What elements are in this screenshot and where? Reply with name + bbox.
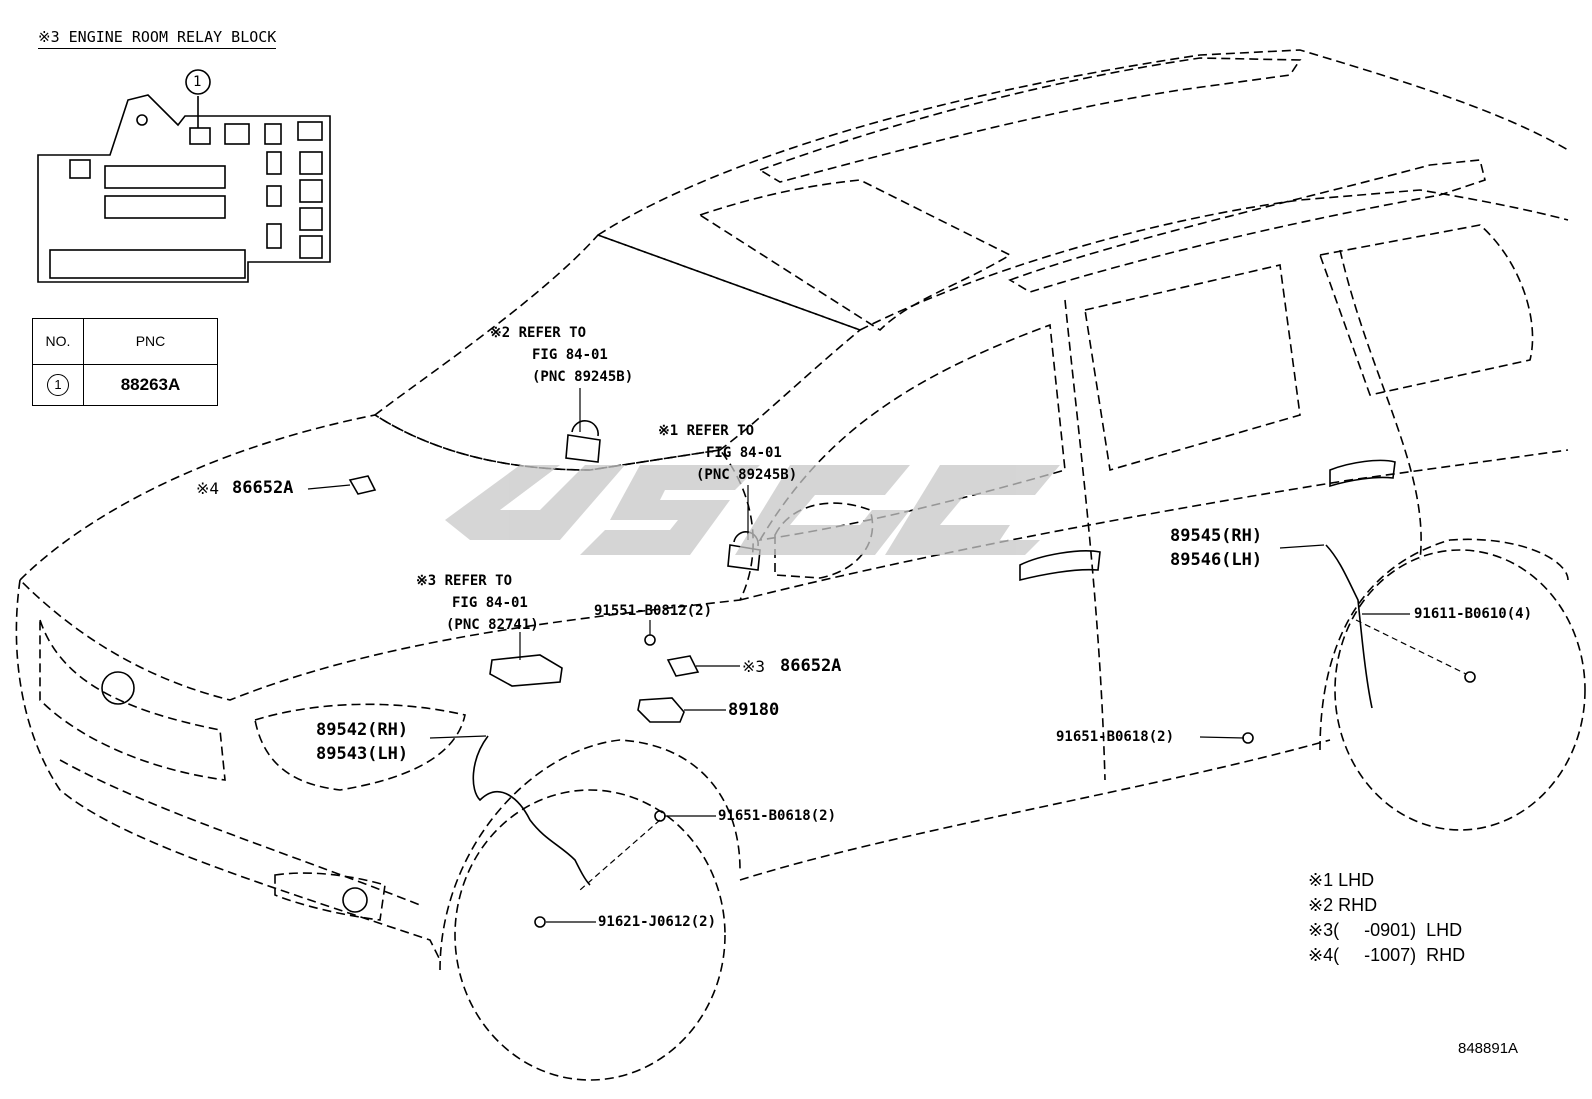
hood (18, 414, 754, 701)
module-89180-label: 89180 (728, 700, 780, 720)
pnc-table-header-no: NO. (32, 318, 84, 365)
refer-relay-line2: FIG 84-01 (452, 595, 528, 611)
legend-item: ※4( -1007) RHD (1308, 945, 1466, 965)
fender-clip-pnc: 86652A (780, 656, 842, 676)
emblem (101, 671, 135, 705)
bolt-91611 (1464, 671, 1476, 683)
door-seam-rear (1339, 249, 1422, 561)
refer-lhd-line3: (PNC 89245B) (696, 467, 798, 483)
pnc-table-row: 1 88263A (32, 363, 218, 407)
rear-speed-sensor-harness (1325, 544, 1373, 709)
relay-82741 (489, 654, 563, 687)
front-wheel-arch (439, 739, 741, 971)
pnc-table-row-pnc: 88263A (83, 363, 218, 407)
legend: ※1 LHD ※2 RHD ※3( -0901) LHD ※4( -1007) … (1308, 868, 1465, 968)
roof-outline (597, 49, 1569, 236)
pnc-table-header-pnc: PNC (83, 318, 218, 365)
refer-rhd-line2: FIG 84-01 (532, 347, 608, 363)
fog-lamp-area (274, 872, 386, 921)
front-door-window (758, 323, 1066, 542)
rear-wheel-arch (1319, 538, 1569, 751)
refer-relay-line1: ※3 REFER TO (416, 573, 513, 589)
fender-clip-prefix: ※3 (742, 657, 766, 676)
front-wheel (454, 789, 726, 1081)
bolt-91621-label: 91621-J0612(2) (598, 914, 717, 930)
watermark (445, 465, 1060, 555)
refer-rhd-line3: (PNC 89245B) (532, 369, 634, 385)
relay-block-title: ※3 ENGINE ROOM RELAY BLOCK (38, 28, 277, 49)
legend-item: ※1 LHD (1308, 870, 1375, 890)
pnc-table-row-no: 1 (47, 373, 69, 396)
refer-lhd-line1: ※1 REFER TO (658, 423, 755, 439)
hood-clip-prefix: ※4 (196, 479, 220, 498)
bolt-91651-rear (1242, 732, 1254, 744)
legend-item: ※3( -0901) LHD (1308, 920, 1463, 940)
bolt-91611-label: 91611-B0610(4) (1414, 606, 1533, 622)
sunroof (698, 179, 1012, 332)
door-seam-front (1064, 299, 1106, 781)
bolt-91651-front-label: 91651-B0618(2) (718, 808, 837, 824)
bolt-91651-front (654, 810, 666, 822)
rear-door-window (1084, 264, 1301, 472)
front-speed-sensor-harness (472, 735, 591, 886)
windshield (373, 234, 862, 471)
front-fascia (15, 579, 441, 961)
refer-relay-line3: (PNC 82741) (446, 617, 539, 633)
clip-86652a-hood (348, 475, 377, 495)
bolt-91621 (534, 916, 546, 928)
bolt-91551-label: 91551-B0812(2) (594, 603, 713, 619)
front-door-handle (1019, 550, 1101, 582)
refer-lhd-line2: FIG 84-01 (706, 445, 782, 461)
relay-block-drawing (37, 69, 331, 283)
relay-callout-circle (185, 69, 211, 95)
sensor-89542-label: 89542(RH) (316, 720, 409, 740)
clip-86652a-fender (666, 655, 700, 677)
rear-wheel (1334, 549, 1586, 831)
rear-door-handle (1329, 459, 1396, 488)
figure-id: 848891A (1458, 1040, 1519, 1057)
sensor-89543-label: 89543(LH) (316, 744, 409, 764)
hood-clip-pnc: 86652A (232, 478, 294, 498)
sensor-89546-label: 89546(LH) (1170, 550, 1263, 570)
refer-rhd-line1: ※2 REFER TO (490, 325, 587, 341)
relay-callout-number: 1 (193, 74, 202, 90)
grille (39, 619, 226, 781)
rocker-line (739, 739, 1331, 881)
bolt-91651-rear-label: 91651-B0618(2) (1056, 729, 1175, 745)
roof-rail (758, 57, 1302, 183)
quarter-window (1318, 224, 1534, 396)
legend-item: ※2 RHD (1308, 895, 1378, 915)
pnc-table: NO. PNC 1 88263A (32, 318, 218, 407)
rain-sensor-rhd (565, 420, 601, 463)
module-89180 (637, 697, 685, 723)
sensor-89545-label: 89545(RH) (1170, 526, 1263, 546)
bolt-91551 (644, 634, 656, 646)
